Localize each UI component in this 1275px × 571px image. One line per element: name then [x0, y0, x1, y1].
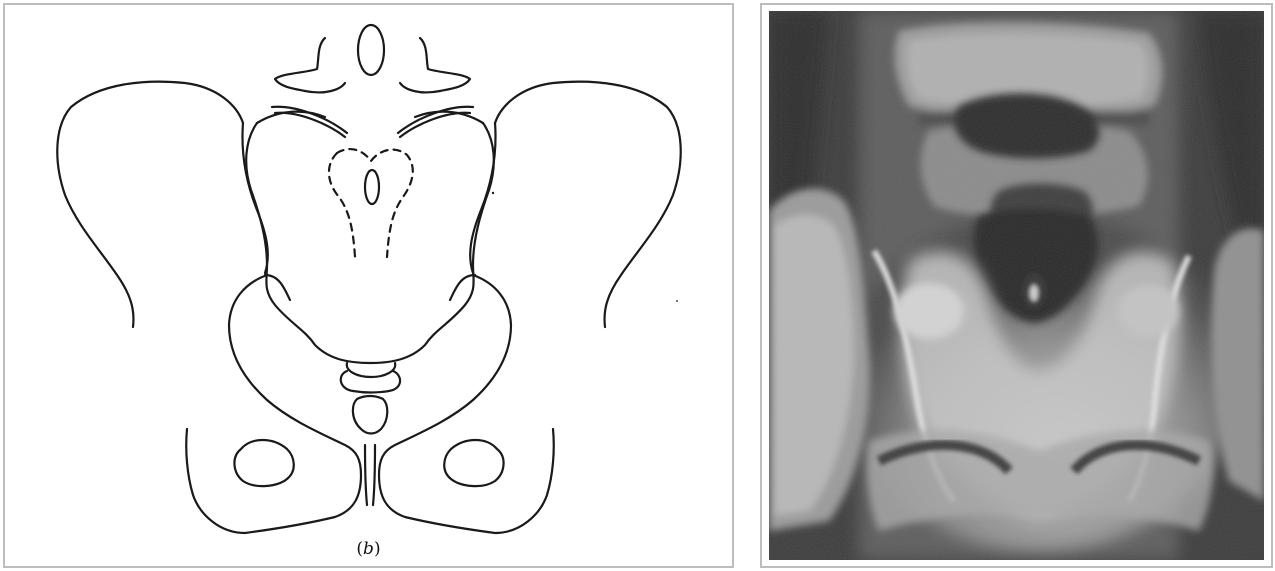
left-pubis-ischium-outline: [186, 275, 361, 533]
pelvis-line-drawing-panel: (b): [3, 3, 734, 568]
sacrum-outline: [246, 112, 494, 377]
sacral-foramen: [365, 170, 379, 204]
lumbar-vertebra-outline: [272, 25, 473, 137]
pubic-symphysis: [365, 445, 375, 505]
pelvis-radiograph-panel: [760, 3, 1273, 568]
panel-caption: (b): [5, 539, 732, 559]
film-grain: [769, 11, 1264, 560]
left-ilium-outline: [57, 82, 268, 327]
pelvis-line-drawing: [5, 5, 732, 566]
pelvis-radiograph: [769, 11, 1264, 560]
right-pubis-ischium-outline: [379, 275, 554, 533]
speck-mark: [676, 300, 678, 302]
coccyx-outline: [341, 371, 400, 434]
speck-mark: [492, 192, 494, 194]
right-ilium-outline: [470, 82, 681, 327]
